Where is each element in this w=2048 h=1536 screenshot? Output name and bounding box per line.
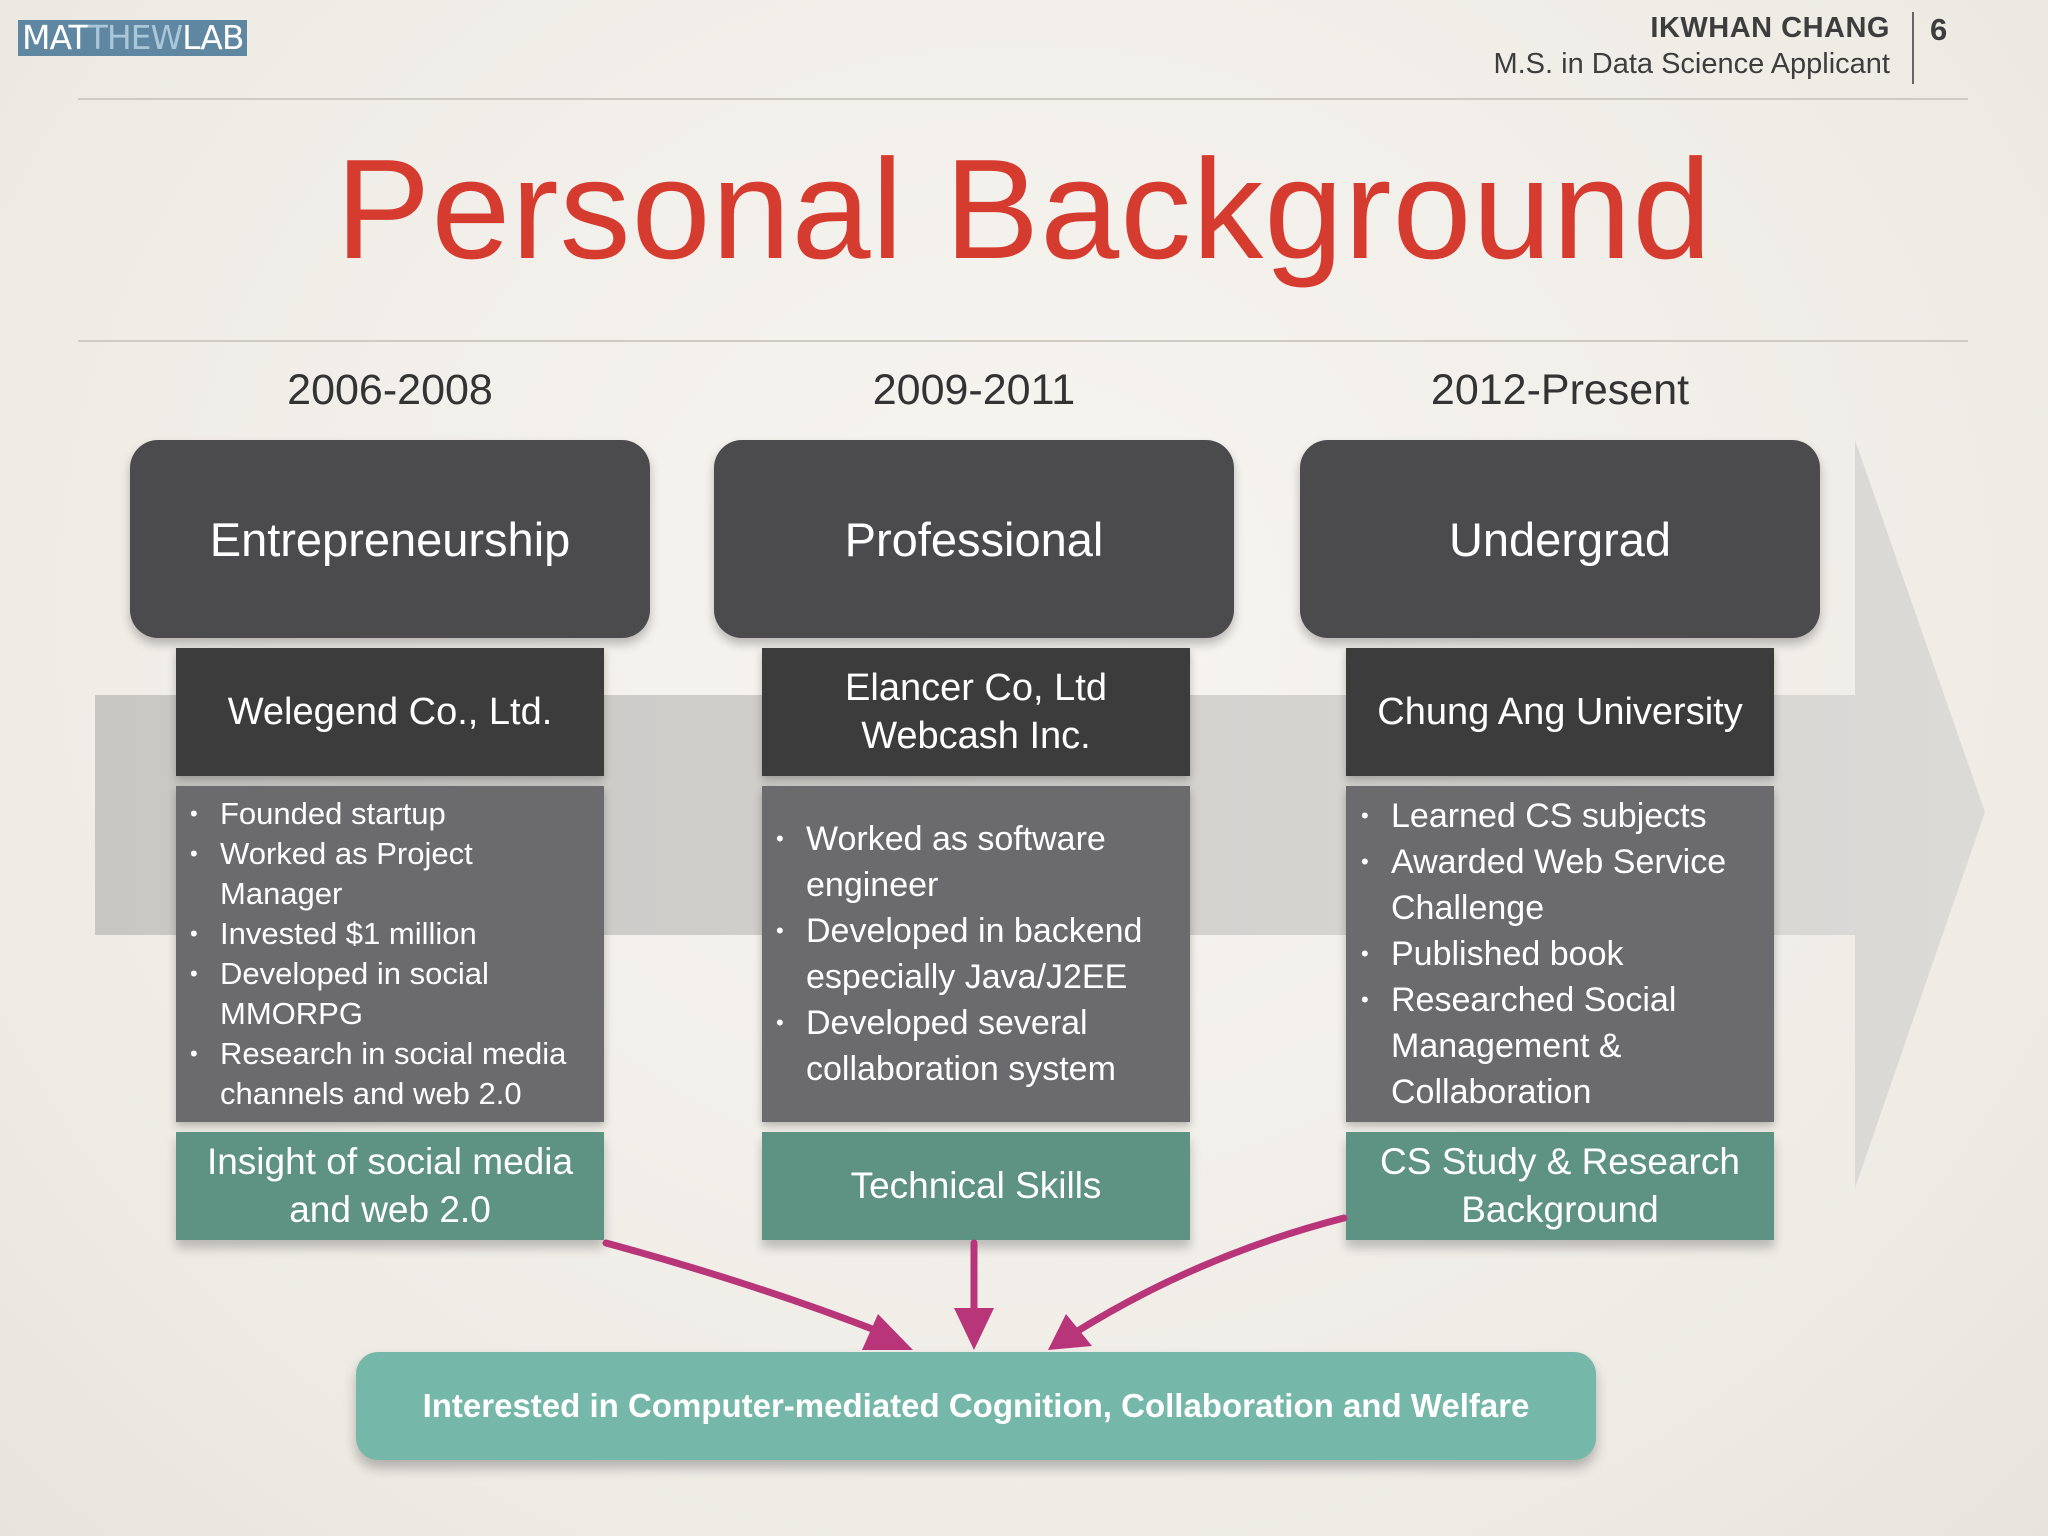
- details-box-3: Learned CS subjects Awarded Web Service …: [1346, 786, 1774, 1122]
- outcome-line: CS Study & Research: [1380, 1141, 1740, 1182]
- organization-box-2: Elancer Co, Ltd Webcash Inc.: [762, 648, 1190, 776]
- detail-item: Research in social media channels and we…: [190, 1034, 594, 1114]
- outcome-line: Technical Skills: [850, 1165, 1102, 1206]
- header-rule: [78, 98, 1968, 100]
- year-range-3: 2012-Present: [1430, 366, 1690, 414]
- logo-part-thew: THEW: [87, 18, 183, 57]
- year-range-2: 2009-2011: [872, 366, 1076, 414]
- arrowhead-center: [954, 1308, 994, 1350]
- details-box-1: Founded startup Worked as Project Manage…: [176, 786, 604, 1122]
- outcome-box-1: Insight of social media and web 2.0: [176, 1132, 604, 1240]
- detail-item: Awarded Web Service Challenge: [1361, 839, 1764, 931]
- interest-text: Interested in Computer-mediated Cognitio…: [422, 1387, 1530, 1424]
- arrowhead-right: [1048, 1314, 1092, 1350]
- author-subtitle: M.S. in Data Science Applicant: [1493, 48, 1890, 80]
- arrowhead-left: [862, 1314, 913, 1350]
- outcome-line: Insight of social media: [206, 1141, 574, 1182]
- detail-item: Developed in backend especially Java/J2E…: [776, 908, 1180, 1000]
- title-rule: [78, 340, 1968, 342]
- detail-item: Founded startup: [190, 794, 594, 834]
- logo-part-mat: MAT: [22, 18, 89, 57]
- detail-item: Invested $1 million: [190, 914, 594, 954]
- organization-box-3: Chung Ang University: [1346, 648, 1774, 776]
- detail-item: Developed in social MMORPG: [190, 954, 594, 1034]
- outcome-line: Background: [1461, 1189, 1659, 1230]
- outcome-box-2: Technical Skills: [762, 1132, 1190, 1240]
- header-separator: [1912, 12, 1914, 84]
- details-box-2: Worked as software engineer Developed in…: [762, 786, 1190, 1122]
- year-range-1: 2006-2008: [287, 366, 493, 414]
- phase-label: Entrepreneurship: [209, 512, 571, 566]
- organization-name: Webcash Inc.: [861, 715, 1091, 757]
- detail-item: Published book: [1361, 931, 1764, 977]
- logo-part-lab: LAB: [182, 18, 244, 57]
- phase-box-professional: Professional: [714, 440, 1234, 638]
- phase-label: Professional: [844, 512, 1104, 566]
- page-number: 6: [1930, 12, 1948, 47]
- phase-box-entrepreneurship: Entrepreneurship: [130, 440, 650, 638]
- organization-name: Chung Ang University: [1377, 691, 1743, 733]
- organization-box-1: Welegend Co., Ltd.: [176, 648, 604, 776]
- detail-item: Developed several collaboration system: [776, 1000, 1180, 1092]
- organization-name: Elancer Co, Ltd: [845, 667, 1107, 709]
- phase-label: Undergrad: [1448, 512, 1672, 566]
- phase-box-undergrad: Undergrad: [1300, 440, 1820, 638]
- author-name: IKWHAN CHANG: [1650, 12, 1890, 44]
- detail-item: Learned CS subjects: [1361, 793, 1764, 839]
- organization-name: Welegend Co., Ltd.: [227, 691, 553, 733]
- detail-item: Researched Social Management & Collabora…: [1361, 977, 1764, 1115]
- slide-title: Personal Background: [335, 130, 1713, 289]
- interest-box: Interested in Computer-mediated Cognitio…: [356, 1352, 1596, 1460]
- connector-arrow-left: [602, 1239, 884, 1336]
- details-list: Worked as software engineer Developed in…: [762, 816, 1190, 1092]
- outcome-box-3: CS Study & Research Background: [1346, 1132, 1774, 1240]
- details-list: Learned CS subjects Awarded Web Service …: [1346, 793, 1774, 1115]
- details-list: Founded startup Worked as Project Manage…: [176, 794, 604, 1114]
- connector-arrow-right: [1072, 1214, 1348, 1336]
- detail-item: Worked as Project Manager: [190, 834, 594, 914]
- outcome-line: and web 2.0: [289, 1189, 491, 1230]
- detail-item: Worked as software engineer: [776, 816, 1180, 908]
